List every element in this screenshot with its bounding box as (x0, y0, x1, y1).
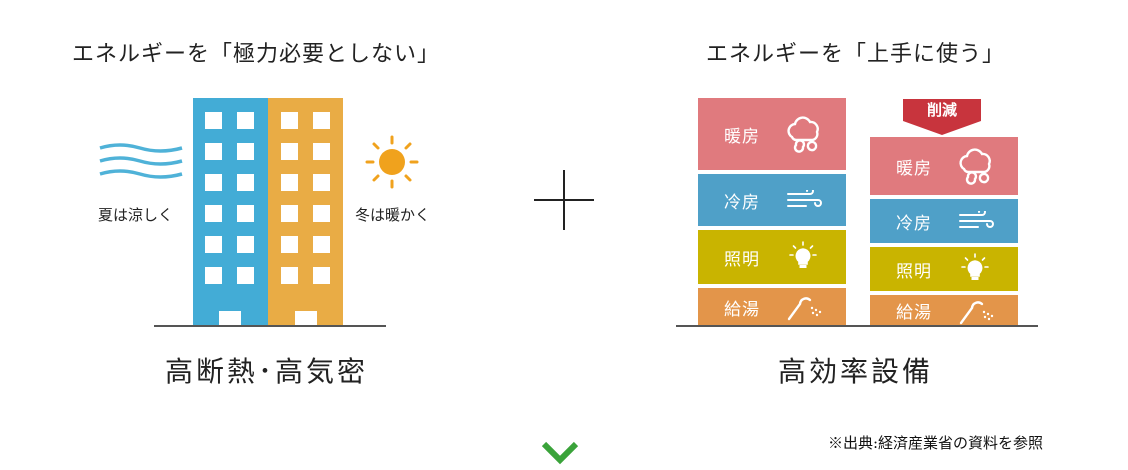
building-window (313, 267, 330, 284)
building-window (313, 174, 330, 191)
right-caption: 高効率設備 (778, 355, 934, 388)
building-window (237, 112, 254, 129)
down-chevron-icon[interactable] (541, 441, 579, 465)
left-title: エネルギーを「極力必要としない」 (72, 42, 441, 67)
cooling-wind-icon (959, 211, 994, 228)
building-window (281, 236, 298, 253)
heating-cloud-icon (959, 148, 991, 185)
building-window (281, 267, 298, 284)
winter-label: 冬は暖かく (355, 206, 431, 224)
after-lighting-block: 照明 (870, 247, 1018, 291)
before-heating-label: 暖房 (724, 126, 760, 147)
building-window (205, 112, 222, 129)
before-cooling-block: 冷房 (698, 174, 846, 226)
building-window (281, 205, 298, 222)
reduce-arrow (903, 121, 981, 135)
before-hot-water-block: 給湯 (698, 288, 846, 326)
building-window (281, 112, 298, 129)
left-caption: 高断熱･高気密 (165, 355, 369, 388)
building-window (237, 174, 254, 191)
building-window (313, 143, 330, 160)
building-window (205, 143, 222, 160)
before-heating-block: 暖房 (698, 98, 846, 170)
after-cooling-label: 冷房 (896, 213, 932, 234)
before-hot-water-label: 給湯 (724, 299, 760, 320)
building-window (281, 143, 298, 160)
summer-label: 夏は涼しく (98, 206, 174, 224)
building-window (237, 205, 254, 222)
after-cooling-block: 冷房 (870, 199, 1018, 243)
left-ground-line (154, 325, 386, 327)
after-heating-label: 暖房 (896, 158, 932, 179)
light-bulb-icon (789, 241, 817, 268)
building-window (313, 205, 330, 222)
sun-icon (365, 135, 419, 189)
after-hot-water-block: 給湯 (870, 295, 1018, 326)
shower-icon (959, 301, 994, 325)
building-window (313, 236, 330, 253)
after-heating-block: 暖房 (870, 137, 1018, 195)
plus-icon (534, 170, 594, 230)
building-window (205, 205, 222, 222)
building-window (205, 174, 222, 191)
after-hot-water-label: 給湯 (896, 303, 932, 323)
building-window (237, 143, 254, 160)
after-lighting-label: 照明 (896, 261, 932, 282)
before-lighting-block: 照明 (698, 230, 846, 284)
cooling-wind-icon (787, 190, 822, 207)
building-door-orange (295, 311, 317, 326)
building-window (237, 267, 254, 284)
right-ground-line (676, 325, 1038, 327)
building-window (237, 236, 254, 253)
shower-icon (787, 297, 822, 321)
building-orange-half (268, 98, 343, 326)
reduce-badge: 削減 (903, 99, 981, 121)
source-note: ※出典:経済産業省の資料を参照 (828, 434, 1044, 452)
building-window (205, 236, 222, 253)
building-window (281, 174, 298, 191)
heating-cloud-icon (787, 116, 819, 153)
building-window (313, 112, 330, 129)
before-lighting-label: 照明 (724, 249, 760, 270)
right-title: エネルギーを「上手に使う」 (706, 42, 1006, 67)
before-cooling-label: 冷房 (724, 192, 760, 213)
building-door-blue (219, 311, 241, 326)
building-window (205, 267, 222, 284)
wind-icon (99, 143, 183, 179)
light-bulb-icon (961, 253, 989, 280)
